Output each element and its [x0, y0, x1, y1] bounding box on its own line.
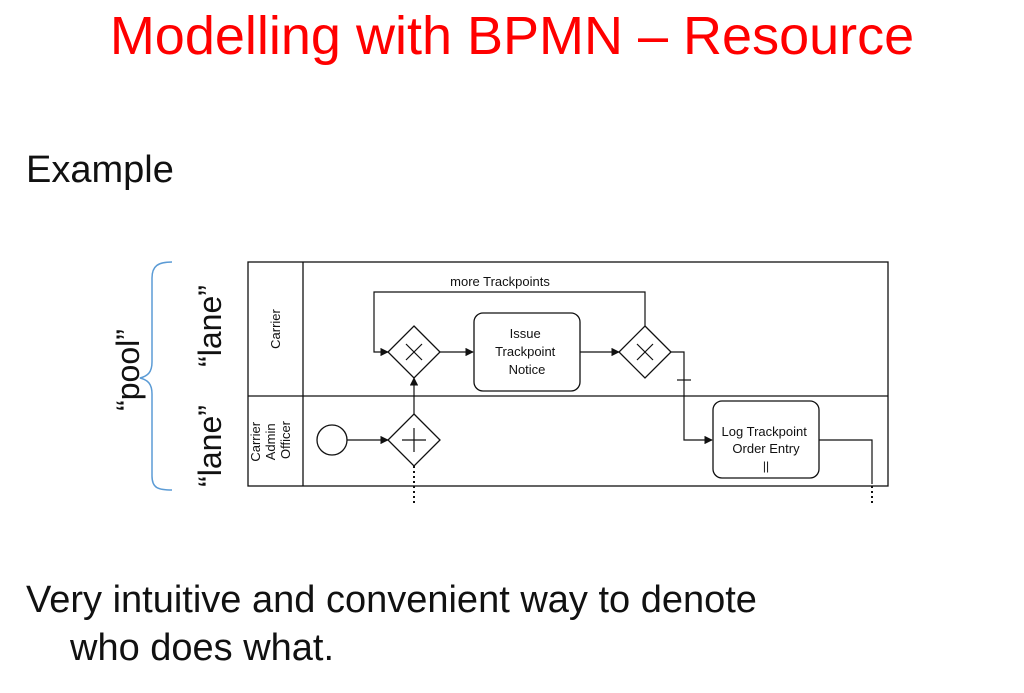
task-issue-line3: Notice — [509, 362, 546, 377]
task-log-line1: Log Trackpoint — [722, 424, 808, 439]
body-line-2: who does what. — [70, 627, 335, 669]
multi-instance-marker: || — [763, 459, 769, 473]
slide-title: Modelling with BPMN – Resource — [109, 6, 915, 66]
start-event — [316, 424, 348, 456]
flow-loop-more-trackpoints — [373, 291, 646, 357]
xor-split-x2 — [636, 343, 654, 361]
task-issue-line1: Issue — [510, 326, 541, 341]
lane-label-carrier: Carrier — [268, 308, 283, 348]
body-line-1: Very intuitive and convenient way to den… — [26, 579, 757, 621]
pool — [247, 261, 889, 487]
body-text: Very intuitive and convenient way to den… — [26, 576, 1006, 672]
flow-xor-split-to-log — [671, 351, 713, 445]
task-issue-line2: Trackpoint — [495, 344, 556, 359]
lane-label-admin: Carrier Admin Officer — [248, 418, 293, 461]
task-log-label: Log Trackpoint Order Entry — [722, 424, 811, 456]
loop-label: more Trackpoints — [450, 274, 550, 289]
flow-log-out — [819, 439, 873, 484]
lane-label-admin-line1: Carrier — [248, 421, 263, 461]
subheading-example: Example — [26, 149, 174, 191]
task-issue-label: Issue Trackpoint Notice — [495, 326, 559, 377]
lane-label-admin-line2: Admin — [263, 423, 278, 460]
task-log-line2: Order Entry — [732, 441, 800, 456]
pool-brace — [139, 261, 173, 491]
lane-label-admin-line3: Officer — [278, 420, 293, 459]
xor-merge-x2 — [405, 343, 423, 361]
